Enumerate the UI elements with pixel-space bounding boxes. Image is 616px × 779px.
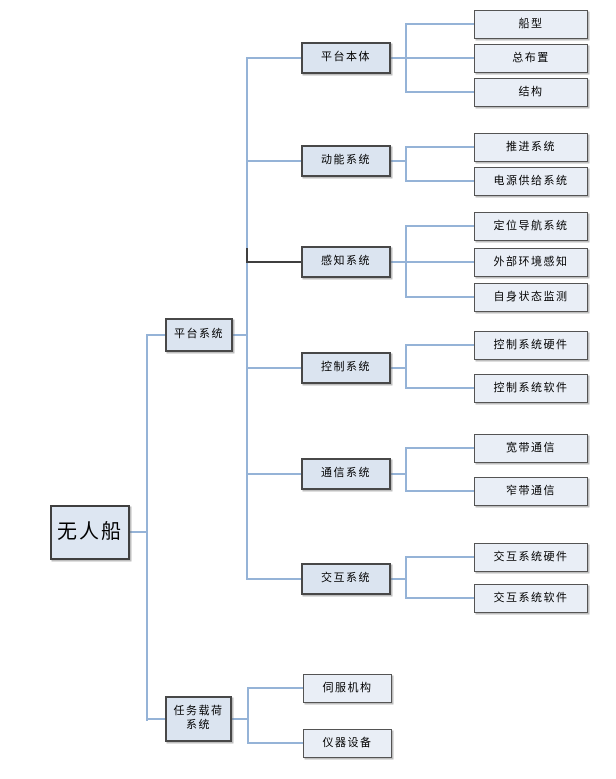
node-interaction-system[interactable]: 交互系统 <box>301 563 391 595</box>
node-servo-mechanism[interactable]: 伺服机构 <box>303 674 392 703</box>
connector-line <box>246 578 301 580</box>
connector-line <box>246 367 301 369</box>
node-control-system[interactable]: 控制系统 <box>301 352 391 384</box>
connector-line <box>405 597 474 599</box>
connector-line <box>405 344 474 346</box>
connector-line-dark <box>246 248 248 263</box>
connector-line <box>391 261 406 263</box>
connector-line <box>405 57 474 59</box>
connector-line <box>146 334 165 336</box>
connector-line <box>246 160 301 162</box>
connector-line <box>405 225 474 227</box>
connector-line <box>146 334 148 721</box>
connector-line <box>405 146 407 182</box>
node-broadband-communication[interactable]: 宽带通信 <box>474 434 588 463</box>
node-general-arrangement[interactable]: 总布置 <box>474 44 588 73</box>
connector-line <box>405 91 474 93</box>
node-narrowband-communication[interactable]: 窄带通信 <box>474 477 588 506</box>
node-payload-system[interactable]: 任务载荷 系统 <box>165 696 232 742</box>
connector-line <box>130 531 147 533</box>
node-external-environment[interactable]: 外部环境感知 <box>474 248 588 277</box>
node-communication-system[interactable]: 通信系统 <box>301 458 391 490</box>
connector-line <box>246 57 301 59</box>
node-interaction-software[interactable]: 交互系统软件 <box>474 584 588 613</box>
node-structure[interactable]: 结构 <box>474 78 588 107</box>
node-instrument-equipment[interactable]: 仪器设备 <box>303 729 392 758</box>
connector-line <box>246 473 301 475</box>
connector-line <box>405 387 474 389</box>
connector-line <box>391 367 406 369</box>
node-payload-line2: 系统 <box>186 719 211 731</box>
connector-line <box>391 160 406 162</box>
node-control-software[interactable]: 控制系统软件 <box>474 374 588 403</box>
connector-line <box>405 146 474 148</box>
node-interaction-hardware[interactable]: 交互系统硬件 <box>474 543 588 572</box>
connector-line <box>405 180 474 182</box>
connector-line <box>405 556 474 558</box>
node-payload-line1: 任务载荷 <box>173 705 224 718</box>
node-platform-system[interactable]: 平台系统 <box>165 318 233 352</box>
connector-line <box>391 57 406 59</box>
connector-line <box>405 261 474 263</box>
connector-line <box>405 447 474 449</box>
connector-line <box>233 334 247 336</box>
connector-line-dark <box>246 261 301 263</box>
node-perception-system[interactable]: 感知系统 <box>301 246 391 278</box>
node-propulsion-system[interactable]: 推进系统 <box>474 133 588 162</box>
connector-line <box>405 23 474 25</box>
node-hull-form[interactable]: 船型 <box>474 10 588 39</box>
node-platform-body[interactable]: 平台本体 <box>301 42 391 74</box>
connector-line <box>246 57 248 580</box>
connector-line <box>247 687 249 744</box>
connector-line <box>391 578 406 580</box>
connector-line <box>146 718 165 720</box>
connector-line <box>405 296 474 298</box>
connector-line <box>405 344 407 389</box>
connector-line <box>405 490 474 492</box>
node-positioning-navigation[interactable]: 定位导航系统 <box>474 212 588 241</box>
node-control-hardware[interactable]: 控制系统硬件 <box>474 331 588 360</box>
node-kinetic-system[interactable]: 动能系统 <box>301 145 391 177</box>
node-power-supply-system[interactable]: 电源供给系统 <box>474 167 588 196</box>
connector-line <box>405 447 407 492</box>
connector-line <box>391 473 406 475</box>
connector-line <box>232 718 248 720</box>
connector-line <box>405 556 407 599</box>
node-unmanned-ship[interactable]: 无人船 <box>50 505 130 560</box>
connector-line <box>247 742 303 744</box>
connector-line <box>247 687 303 689</box>
node-self-status-monitoring[interactable]: 自身状态监测 <box>474 283 588 312</box>
